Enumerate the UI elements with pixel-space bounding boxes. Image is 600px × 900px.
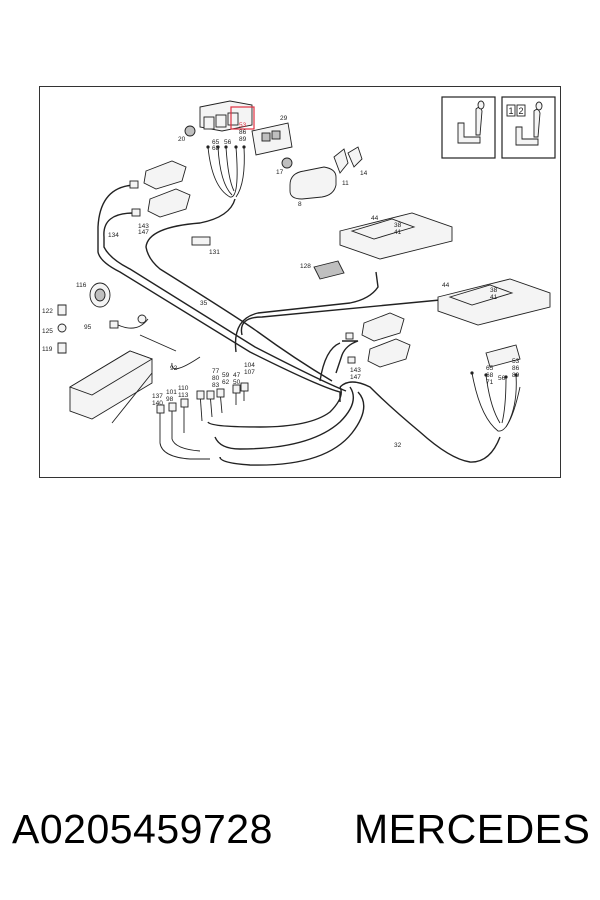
grommet bbox=[281, 157, 293, 169]
speaker-motor bbox=[89, 282, 111, 308]
callout-14: 14 bbox=[360, 170, 368, 177]
callout-41-upper: 41 bbox=[394, 229, 402, 236]
callout-20: 20 bbox=[178, 136, 186, 143]
callout-134: 134 bbox=[108, 232, 119, 239]
switch-buttons bbox=[333, 146, 363, 174]
callout-122: 122 bbox=[42, 308, 53, 315]
callout-53: 53 bbox=[239, 122, 247, 129]
pin-terminals bbox=[206, 145, 518, 379]
callout-44-lower: 44 bbox=[442, 282, 450, 289]
callout-95: 95 bbox=[84, 324, 92, 331]
wiring-diagram: 1 2 bbox=[39, 86, 561, 478]
callout-32: 32 bbox=[394, 442, 402, 449]
callout-107: 107 bbox=[244, 369, 255, 376]
callout-80: 80 bbox=[212, 375, 220, 382]
seat-icon-number-2: 2 bbox=[519, 106, 524, 116]
fuse bbox=[191, 236, 211, 246]
callout-41-lower: 41 bbox=[490, 294, 498, 301]
callout-86-right: 86 bbox=[512, 365, 520, 372]
callout-56: 56 bbox=[224, 139, 232, 146]
callout-59: 59 bbox=[222, 372, 230, 379]
callout-65: 65 bbox=[212, 139, 220, 146]
callout-44-upper: 44 bbox=[371, 215, 379, 222]
callout-68-right: 68 bbox=[486, 372, 494, 379]
callout-35: 35 bbox=[200, 300, 208, 307]
callout-98: 98 bbox=[166, 396, 174, 403]
callout-86: 86 bbox=[239, 129, 247, 136]
callout-89: 89 bbox=[239, 136, 247, 143]
callout-77: 77 bbox=[212, 368, 220, 375]
callout-101: 101 bbox=[166, 389, 177, 396]
callout-29: 29 bbox=[280, 115, 288, 122]
seat-icon-number-1: 1 bbox=[509, 106, 514, 116]
sensor-95 bbox=[109, 314, 147, 329]
callout-110: 110 bbox=[178, 385, 189, 392]
callout-38-lower: 38 bbox=[490, 287, 498, 294]
callout-11: 11 bbox=[342, 180, 349, 187]
connector-right-middle bbox=[345, 312, 411, 368]
switch-panel bbox=[251, 122, 293, 156]
callout-62: 62 bbox=[222, 379, 230, 386]
callout-128: 128 bbox=[300, 263, 311, 270]
callout-labels: 20 65 68 56 86 89 53 29 17 11 14 8 134 1… bbox=[42, 115, 520, 449]
seat-switch bbox=[289, 166, 337, 200]
brand-name: MERCEDES bbox=[354, 806, 591, 852]
control-module-top bbox=[184, 100, 255, 137]
callout-137: 137 bbox=[152, 393, 163, 400]
seat-motor-lower bbox=[437, 278, 551, 326]
callout-131: 131 bbox=[209, 249, 220, 256]
connector-right-lower bbox=[485, 344, 521, 368]
callout-47: 47 bbox=[233, 372, 241, 379]
callout-104: 104 bbox=[244, 362, 255, 369]
small-parts bbox=[57, 304, 67, 354]
control-box bbox=[68, 350, 154, 424]
callout-68: 68 bbox=[212, 145, 220, 152]
seat-memory-12-icon: 1 2 bbox=[501, 96, 556, 159]
seat-memory-icon bbox=[441, 96, 496, 159]
callout-116: 116 bbox=[76, 282, 87, 289]
callout-53-right: 53 bbox=[512, 358, 520, 365]
relay bbox=[313, 260, 345, 280]
callout-89-right: 89 bbox=[512, 372, 520, 379]
part-number: A0205459728 bbox=[12, 806, 273, 852]
connector-row-bottom bbox=[156, 382, 249, 414]
callout-71: 71 bbox=[486, 379, 494, 386]
callout-140: 140 bbox=[152, 400, 163, 407]
wiring-diagram-drawing: 1 2 bbox=[42, 96, 556, 466]
callout-17: 17 bbox=[276, 169, 284, 176]
callout-147-upper: 147 bbox=[138, 229, 149, 236]
callout-38-upper: 38 bbox=[394, 222, 402, 229]
callout-65-right: 65 bbox=[486, 365, 494, 372]
callout-119: 119 bbox=[42, 346, 53, 353]
callout-8: 8 bbox=[298, 201, 302, 208]
callout-143-lower: 143 bbox=[350, 367, 361, 374]
callout-50: 50 bbox=[233, 379, 241, 386]
footer: A0205459728 MERCEDES bbox=[0, 806, 600, 866]
callout-113: 113 bbox=[178, 392, 189, 399]
seat-motor-upper bbox=[339, 212, 453, 260]
callout-125: 125 bbox=[42, 328, 53, 335]
callout-83: 83 bbox=[212, 382, 220, 389]
callout-143-upper: 143 bbox=[138, 223, 149, 230]
highlight-box bbox=[230, 106, 255, 130]
callout-147-lower: 147 bbox=[350, 374, 361, 381]
connector-left-top bbox=[129, 160, 191, 218]
callout-92: 92 bbox=[170, 365, 178, 372]
callout-56-right: 56 bbox=[498, 375, 506, 382]
